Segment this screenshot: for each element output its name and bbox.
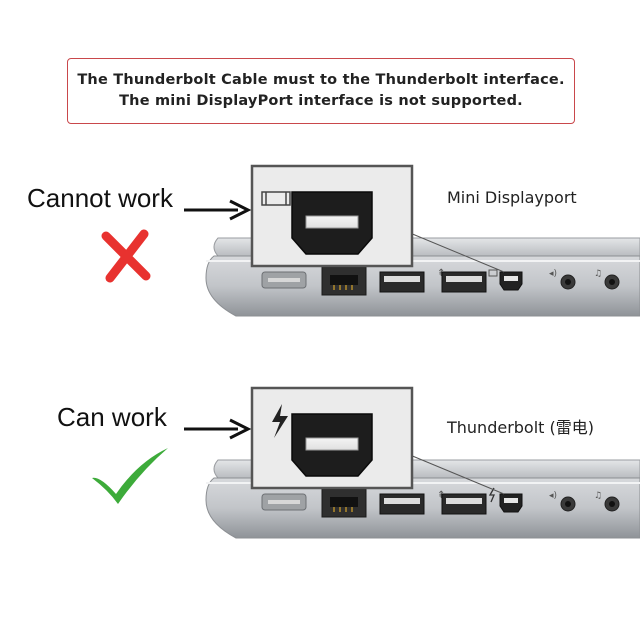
magsafe-port xyxy=(261,493,307,511)
notice-box: The Thunderbolt Cable must to the Thunde… xyxy=(67,58,575,124)
usb-port xyxy=(379,493,425,515)
display-port-icon xyxy=(261,191,291,206)
lightning-bolt-icon xyxy=(272,404,288,438)
headphone-icon: ♫ xyxy=(594,491,602,501)
can-work-label: Can work xyxy=(57,402,167,432)
thunderbolt-symbol-icon xyxy=(488,487,495,503)
notice-line-1: The Thunderbolt Cable must to the Thunde… xyxy=(77,72,565,88)
audio-in-icon: ◂) xyxy=(549,269,557,279)
port-zoom-box xyxy=(250,386,414,490)
ethernet-port xyxy=(321,488,367,518)
thunderbolt-port xyxy=(499,493,523,513)
audio-in-icon: ◂) xyxy=(549,491,557,501)
port-zoom-box xyxy=(250,164,414,268)
thunderbolt-caption: Thunderbolt (雷电) xyxy=(447,418,595,437)
notice-line-2: The mini DisplayPort interface is not su… xyxy=(119,93,523,109)
arrow-right-icon xyxy=(184,418,252,440)
ethernet-port xyxy=(321,266,367,296)
usb-symbol-icon: ⇞ xyxy=(437,490,445,501)
display-symbol-icon xyxy=(488,269,498,277)
mini-displayport-caption: Mini Displayport xyxy=(447,188,577,207)
usb-port xyxy=(379,271,425,293)
red-x-icon xyxy=(101,229,151,283)
laptop-scene-mini-displayport: ⇞ ◂) ♫ xyxy=(101,164,640,317)
magsafe-port xyxy=(261,271,307,289)
arrow-right-icon xyxy=(184,199,252,221)
usb-symbol-icon: ⇞ xyxy=(437,268,445,279)
laptop-scene-thunderbolt: ⇞ ◂) ♫ xyxy=(92,386,640,539)
usb-port xyxy=(441,271,487,293)
mini-displayport-port xyxy=(499,271,523,291)
usb-port xyxy=(441,493,487,515)
cannot-work-label: Cannot work xyxy=(27,183,173,213)
green-check-icon xyxy=(92,448,168,504)
headphone-icon: ♫ xyxy=(594,269,602,279)
